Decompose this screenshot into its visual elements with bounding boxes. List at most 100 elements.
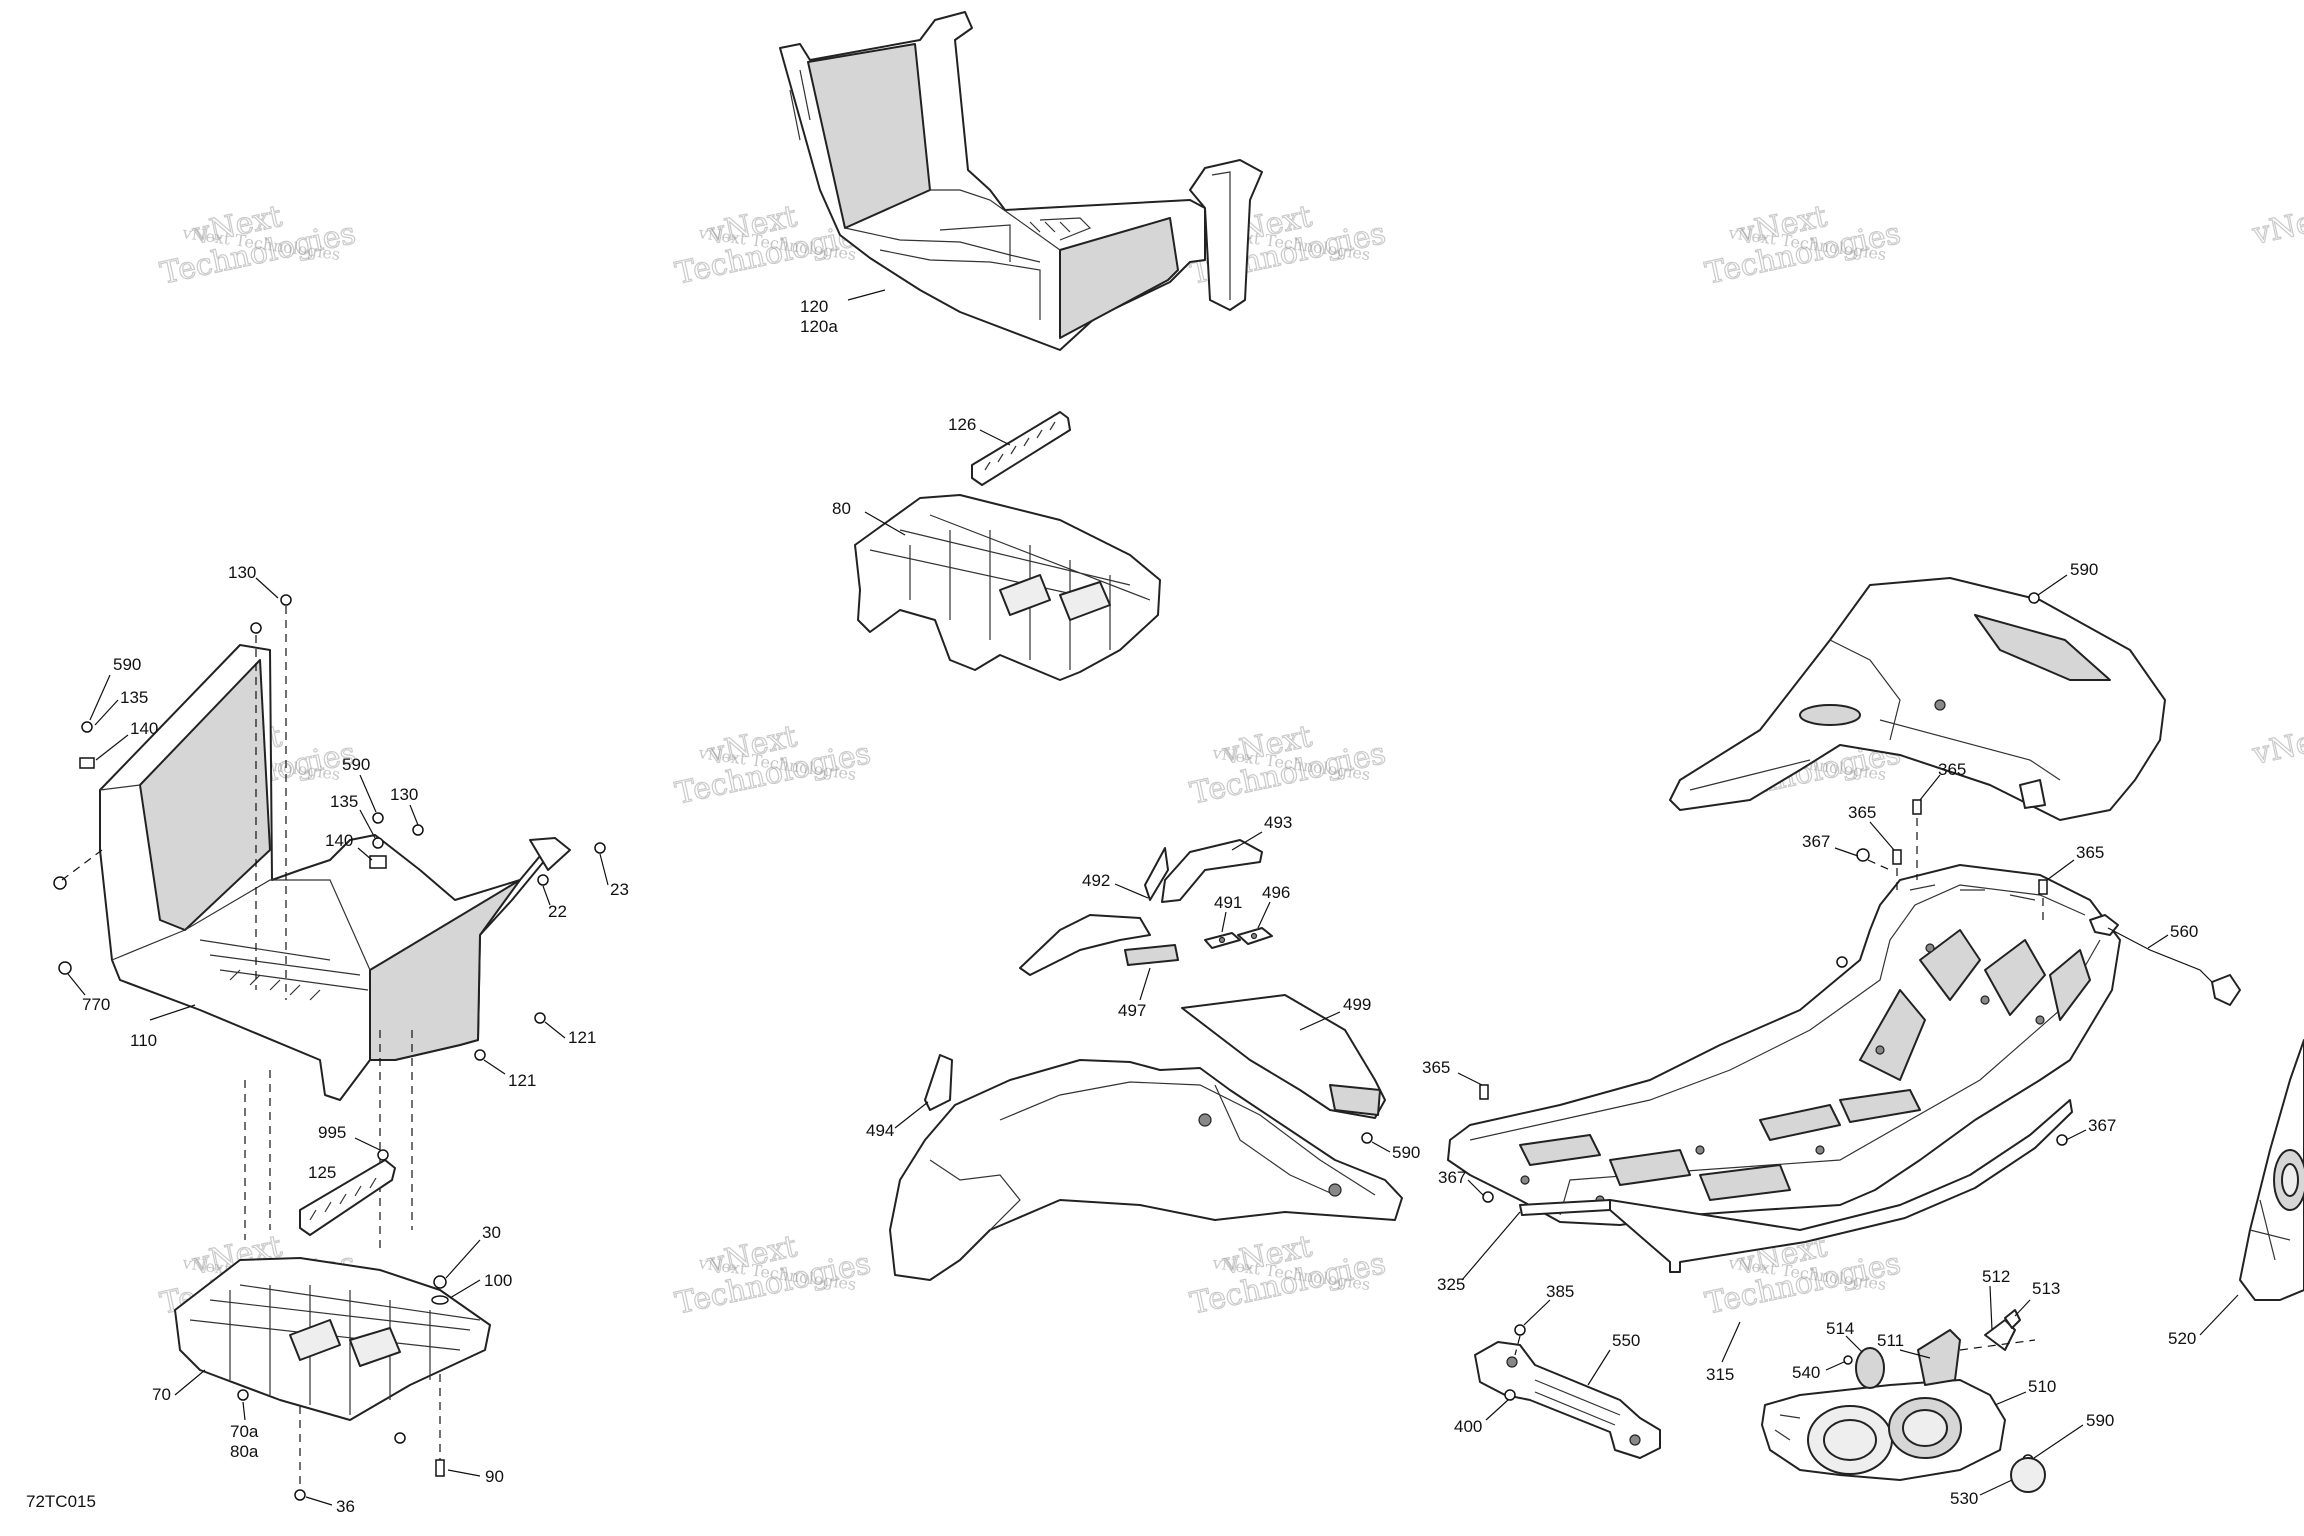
part-rear-cover (1669, 577, 2166, 821)
part-493-bracket (1161, 839, 1263, 903)
leader-line (242, 1401, 246, 1421)
leader-line (542, 885, 551, 906)
callout-512: 512 (1982, 1267, 2010, 1286)
callout-513: 513 (2032, 1279, 2060, 1298)
leader-line (1114, 883, 1149, 899)
svg-text:vNext: vNext (2249, 199, 2304, 252)
leader-line (359, 774, 377, 813)
callout-499: 499 (1343, 995, 1371, 1014)
callout-80: 80 (832, 499, 851, 518)
leader-line (1231, 831, 1263, 851)
callout-385: 385 (1546, 1282, 1574, 1301)
callout-496: 496 (1262, 883, 1290, 902)
callout-494: 494 (866, 1121, 894, 1140)
callout-36: 36 (336, 1497, 355, 1516)
bolt-icon (394, 1432, 406, 1444)
callout-70: 70 (152, 1385, 171, 1404)
callout-590: 590 (1392, 1143, 1420, 1162)
callout-367: 367 (2088, 1116, 2116, 1135)
part-510-taillight-housing (1761, 1379, 2006, 1481)
leader-line (67, 973, 86, 996)
callout-125: 125 (308, 1163, 336, 1182)
leader-line (354, 1137, 381, 1151)
callout-530: 530 (1950, 1489, 1978, 1508)
part-496-bracket (1237, 927, 1273, 945)
bolt-icon (237, 1389, 249, 1401)
callout-492: 492 (1082, 871, 1110, 890)
leader-line (89, 674, 111, 721)
part-70-floor-support (174, 1257, 491, 1421)
leader-line (1257, 901, 1271, 929)
leader-line (2033, 1424, 2084, 1459)
bolt-icon (250, 622, 262, 634)
leader-line (864, 511, 906, 536)
clip-icon (53, 876, 67, 890)
callout-511: 511 (1877, 1331, 1904, 1350)
callout-367: 367 (1802, 832, 1830, 851)
callout-23: 23 (610, 880, 629, 899)
callout-995: 995 (318, 1123, 346, 1142)
leader-line (2065, 1129, 2087, 1141)
leader-line (1845, 1335, 1863, 1353)
nut-icon (1836, 956, 1848, 968)
leader-line (847, 289, 886, 301)
callout-325: 325 (1437, 1275, 1465, 1294)
part-492-bracket (1019, 847, 1169, 976)
leader-line (1221, 911, 1227, 933)
leader-line (357, 847, 373, 861)
nut-icon (433, 1275, 447, 1289)
watermark: vNext (2248, 718, 2304, 772)
diagram-code: 72TC015 (26, 1492, 96, 1511)
bolt-icon (474, 1049, 486, 1061)
part-315-rail (1519, 1099, 2073, 1273)
callout-590: 590 (113, 655, 141, 674)
callout-135: 135 (330, 792, 358, 811)
part-530-reflector (2010, 1457, 2046, 1493)
leader-line (1457, 1072, 1483, 1086)
callout-560: 560 (2170, 922, 2198, 941)
leader-line (174, 1369, 206, 1396)
callout-90: 90 (485, 1467, 504, 1486)
leader-line (409, 804, 419, 826)
bolt-icon (1912, 799, 1922, 815)
part-80-floor-support (854, 494, 1161, 681)
leader-line (447, 1469, 481, 1477)
nut-icon (1856, 848, 1870, 862)
part-494-fender (889, 1054, 1403, 1281)
part-511-512-513-brackets (1917, 1309, 2036, 1386)
bolt-icon (1504, 1389, 1516, 1401)
assembly-guides-left (61, 606, 441, 1490)
part-514-lens (1855, 1347, 1885, 1389)
callout-140: 140 (325, 831, 353, 850)
leader-line (1461, 1211, 1521, 1281)
callout-315: 315 (1706, 1365, 1734, 1384)
clip-icon (58, 961, 72, 975)
leader-line (1869, 821, 1895, 851)
callout-514: 514 (1826, 1319, 1854, 1338)
leader-line (599, 853, 609, 886)
part-550-arm (1474, 1341, 1661, 1459)
leader-line (1834, 847, 1859, 857)
leader-line (1523, 1299, 1551, 1326)
leader-line (1485, 1399, 1509, 1421)
nut-icon (294, 1489, 306, 1501)
callout-520: 520 (2168, 1329, 2196, 1348)
callout-120: 120 (800, 297, 828, 316)
leader-line (1979, 1479, 2013, 1496)
part-120-footwell (779, 11, 1263, 351)
leader-line (2037, 574, 2068, 596)
callout-121: 121 (568, 1028, 596, 1047)
bolt-icon (377, 1149, 389, 1161)
callout-590: 590 (2086, 1411, 2114, 1430)
callout-540: 540 (1792, 1363, 1820, 1382)
leader-line (1721, 1321, 1741, 1363)
leader-line (1371, 1141, 1391, 1153)
bolt-icon (2028, 592, 2040, 604)
leader-line (979, 429, 1011, 446)
leader-line (255, 577, 279, 599)
leader-line (449, 1279, 481, 1299)
watermark: vNext (2248, 198, 2304, 252)
rack-hardware (1479, 799, 2068, 1203)
nut-icon (1843, 1355, 1853, 1365)
